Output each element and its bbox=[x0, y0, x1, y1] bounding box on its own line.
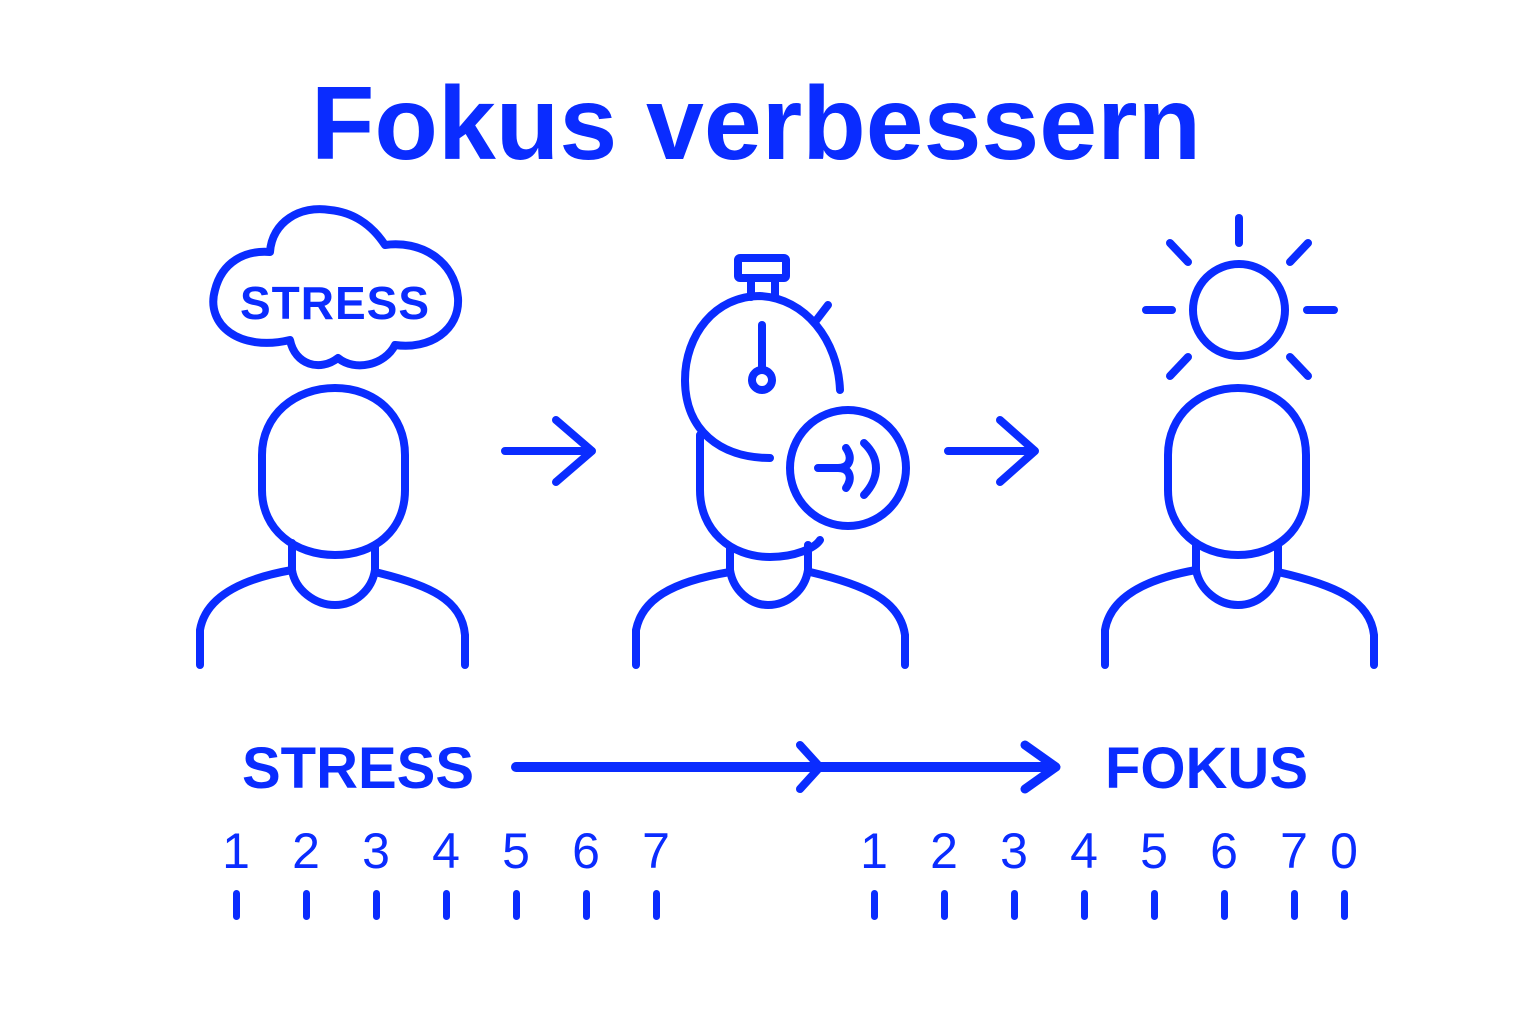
scale-number: 6 bbox=[572, 823, 600, 879]
focus-label: FOKUS bbox=[1105, 736, 1308, 801]
scale-number: 7 bbox=[642, 823, 670, 879]
person-stressed-icon bbox=[196, 384, 469, 669]
sun-icon bbox=[1142, 214, 1338, 380]
arrow-right-icon bbox=[501, 416, 596, 486]
scale-number: 1 bbox=[222, 823, 250, 879]
scale-number: 6 bbox=[1210, 823, 1238, 879]
scale-tick bbox=[1151, 890, 1158, 920]
scale-tick bbox=[303, 890, 310, 920]
person-focusing-icon bbox=[632, 431, 909, 669]
scale-number: 5 bbox=[502, 823, 530, 879]
scale-tick bbox=[1221, 890, 1228, 920]
scale-tick bbox=[1291, 890, 1298, 920]
scale-number: 7 bbox=[1280, 823, 1308, 879]
scale-tick bbox=[583, 890, 590, 920]
scale-number: 4 bbox=[432, 823, 460, 879]
scale-tick bbox=[373, 890, 380, 920]
scale-tick bbox=[513, 890, 520, 920]
scale-tick bbox=[443, 890, 450, 920]
scale-number: 3 bbox=[1000, 823, 1028, 879]
arrow-right-icon bbox=[944, 416, 1039, 486]
page-title: Fokus verbessern bbox=[310, 66, 1202, 182]
scale-tick bbox=[1341, 890, 1348, 920]
scale-number: 5 bbox=[1140, 823, 1168, 879]
stopwatch-icon bbox=[681, 254, 844, 462]
stress-label: STRESS bbox=[242, 736, 475, 801]
progress-arrow-icon bbox=[511, 740, 1061, 794]
scale-number: 3 bbox=[362, 823, 390, 879]
scale-tick bbox=[233, 890, 240, 920]
scale-tick bbox=[1011, 890, 1018, 920]
scale-tick bbox=[653, 890, 660, 920]
scale-tick bbox=[941, 890, 948, 920]
scale-number: 2 bbox=[930, 823, 958, 879]
breathing-icon bbox=[786, 406, 910, 530]
cloud-stress-label: STRESS bbox=[240, 277, 431, 329]
person-focused-icon bbox=[1101, 384, 1378, 669]
scale-number: 2 bbox=[292, 823, 320, 879]
scale-number: 0 bbox=[1330, 823, 1358, 879]
scale-tick bbox=[1081, 890, 1088, 920]
scale-number: 4 bbox=[1070, 823, 1098, 879]
scale-number: 1 bbox=[860, 823, 888, 879]
scale-tick bbox=[871, 890, 878, 920]
stress-cloud-icon bbox=[209, 205, 463, 370]
